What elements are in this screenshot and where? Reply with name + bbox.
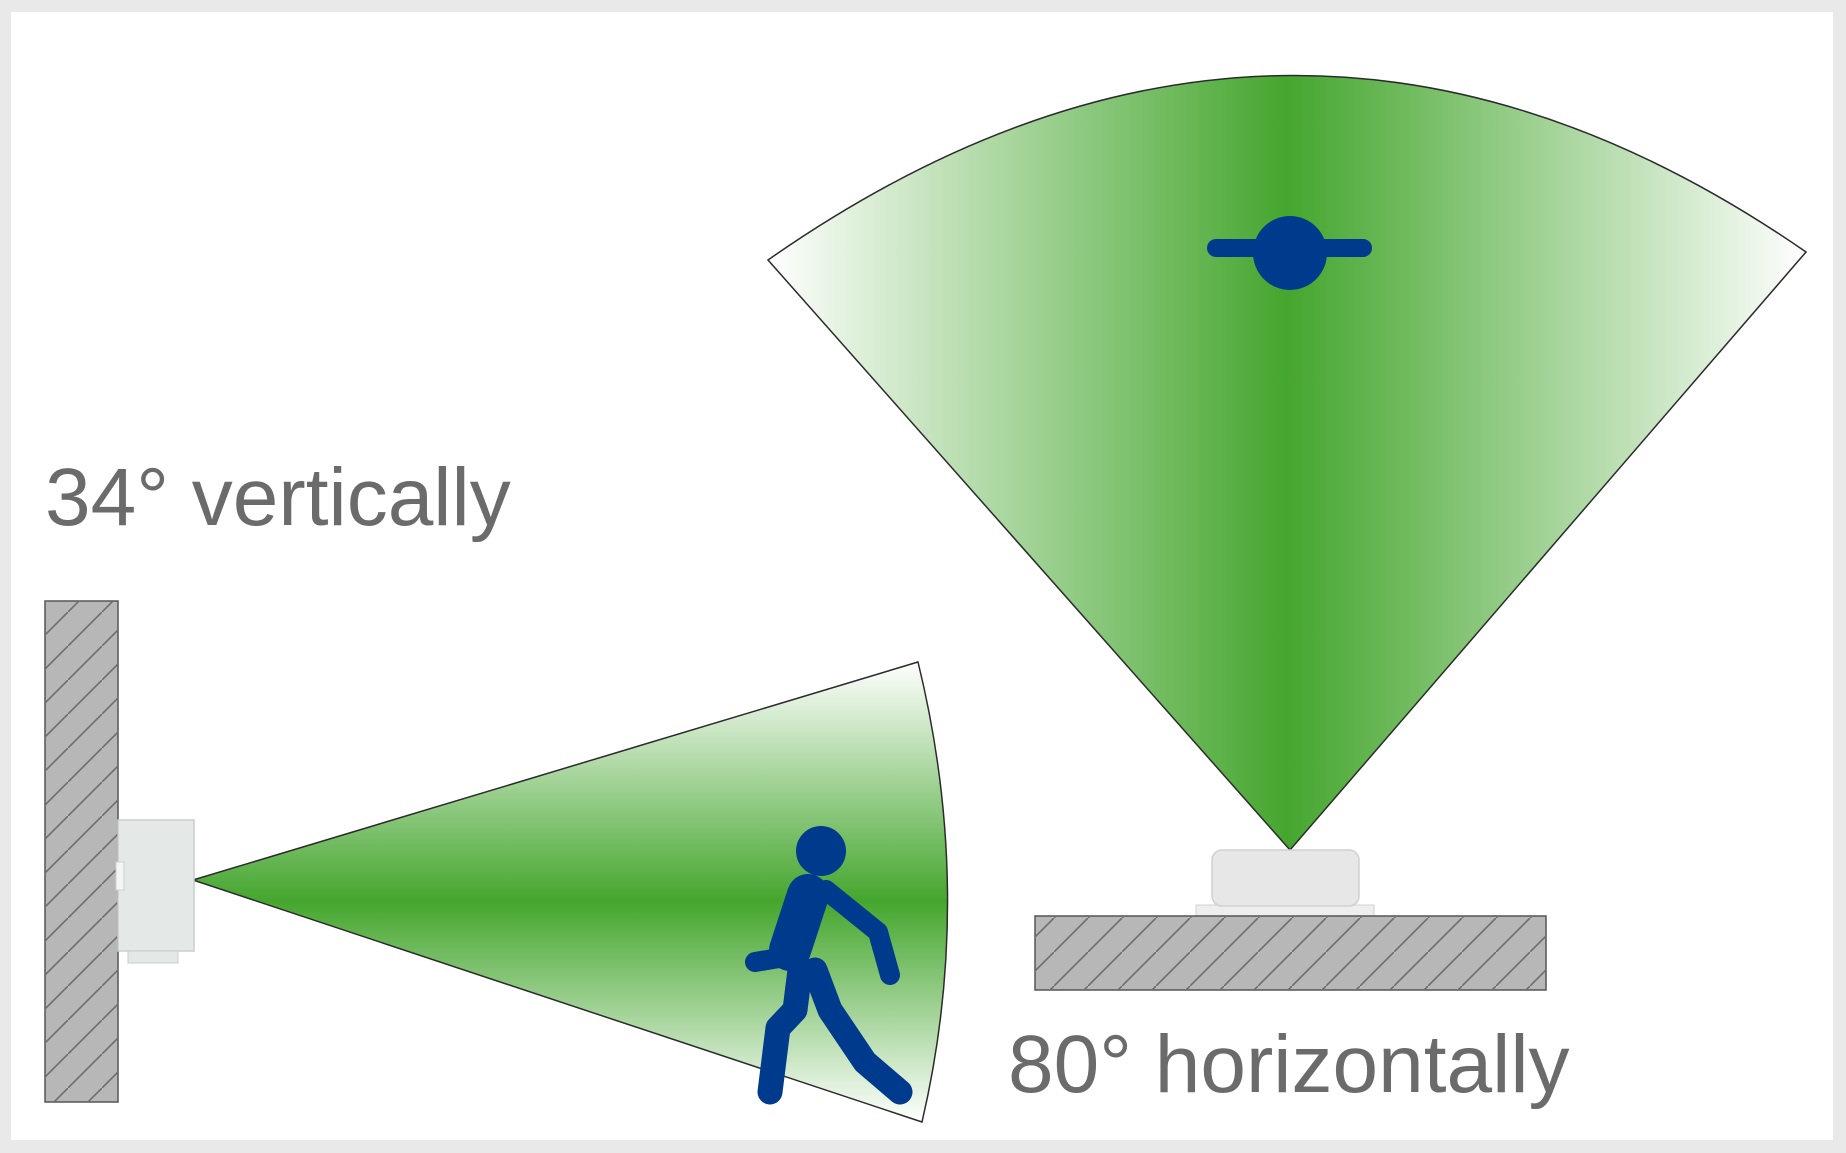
horizontal-angle-label: 80° horizontally: [1008, 1019, 1570, 1110]
side-view: 34° vertically: [44, 452, 949, 1123]
walking-person-icon: [745, 826, 913, 1105]
vertical-angle-label: 34° vertically: [45, 452, 511, 543]
wall: [44, 600, 119, 1103]
vertical-detection-beam: [190, 661, 949, 1123]
horizontal-detection-beam: [766, 74, 1808, 852]
motion-sensor-icon: [115, 819, 195, 964]
top-view: 80° horizontally: [766, 74, 1808, 1110]
person-top-view-icon: [1207, 216, 1372, 290]
motion-sensor-icon: [1195, 849, 1375, 918]
mounting-surface: [1034, 915, 1547, 991]
